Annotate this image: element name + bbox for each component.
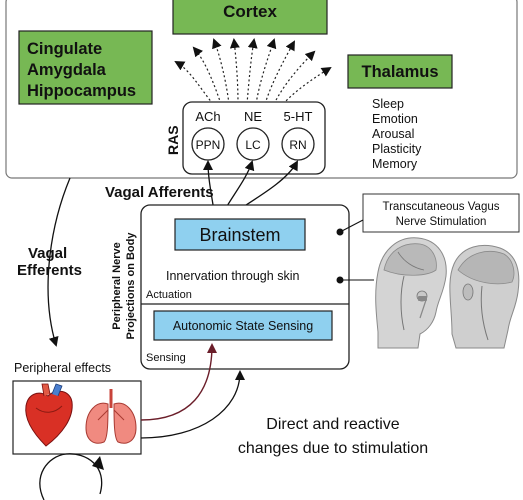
thalamus-box — [347, 54, 453, 89]
tavns-box — [362, 193, 520, 233]
vagal-efferents-label-line1: Vagal — [28, 245, 67, 262]
lc-node — [236, 127, 270, 161]
lc-label: LC — [245, 138, 261, 152]
ras-transmitter-ach: ACh — [195, 109, 220, 124]
cortex-label: Cortex — [223, 2, 277, 21]
ras-transmitter-ne: NE — [244, 109, 262, 124]
direct-changes-line1: Direct and reactive — [266, 416, 399, 433]
function-emotion: Emotion — [372, 112, 418, 126]
vagal-efferents-label-line2: Efferents — [17, 262, 82, 279]
brainstem-box — [174, 218, 306, 251]
vagal-efferents-arrow — [47, 177, 71, 347]
sensing-label: Sensing — [146, 352, 186, 364]
function-arousal: Arousal — [372, 127, 414, 141]
pnp-label-line2: Projections on Body — [125, 232, 137, 340]
heart-icon — [25, 383, 73, 447]
ras-projections — [174, 38, 332, 105]
direct-changes-arrow — [140, 370, 245, 439]
innervation-label: Innervation through skin — [166, 269, 299, 283]
thalamus-label: Thalamus — [361, 63, 438, 81]
ppn-node — [191, 127, 225, 161]
sensing-arrow-to-box — [140, 343, 217, 421]
function-memory: Memory — [372, 157, 418, 171]
brainstem-label: Brainstem — [199, 225, 280, 245]
actuation-label: Actuation — [146, 289, 192, 301]
direct-changes-line2: changes due to stimulation — [238, 440, 428, 457]
limbic-label-hippocampus: Hippocampus — [27, 82, 136, 100]
limbic-label-cingulate: Cingulate — [27, 40, 102, 58]
lungs-icon — [85, 389, 137, 444]
feedback-loop-arrow — [39, 453, 103, 500]
tavns-label-line2: Nerve Stimulation — [396, 216, 487, 228]
cortex-box — [172, 0, 328, 35]
limbic-label-amygdala: Amygdala — [27, 61, 107, 79]
head-illustration-front — [375, 237, 447, 349]
tavns-dot-brainstem — [336, 228, 344, 236]
function-plasticity: Plasticity — [372, 142, 422, 156]
ras-label: RAS — [165, 125, 181, 155]
ppn-label: PPN — [196, 138, 221, 152]
vagal-afferents-label: Vagal Afferents — [105, 184, 214, 201]
limbic-box — [18, 30, 153, 105]
tavns-connector-brainstem — [339, 219, 364, 233]
head-illustration-side — [449, 244, 520, 349]
ras-transmitter-5ht: 5-HT — [284, 109, 313, 124]
peripheral-effects-label: Peripheral effects — [14, 361, 111, 375]
rn-label: RN — [289, 138, 306, 152]
sensing-box — [153, 310, 333, 341]
pnp-label-line1: Peripheral Nerve — [111, 242, 123, 329]
tavns-dot-skin — [336, 276, 344, 284]
function-sleep: Sleep — [372, 97, 404, 111]
sensing-box-label: Autonomic State Sensing — [173, 319, 313, 333]
tavns-label-line1: Transcutaneous Vagus — [383, 201, 500, 213]
feedback-loop-arrowhead — [92, 456, 104, 470]
rn-node — [281, 127, 315, 161]
